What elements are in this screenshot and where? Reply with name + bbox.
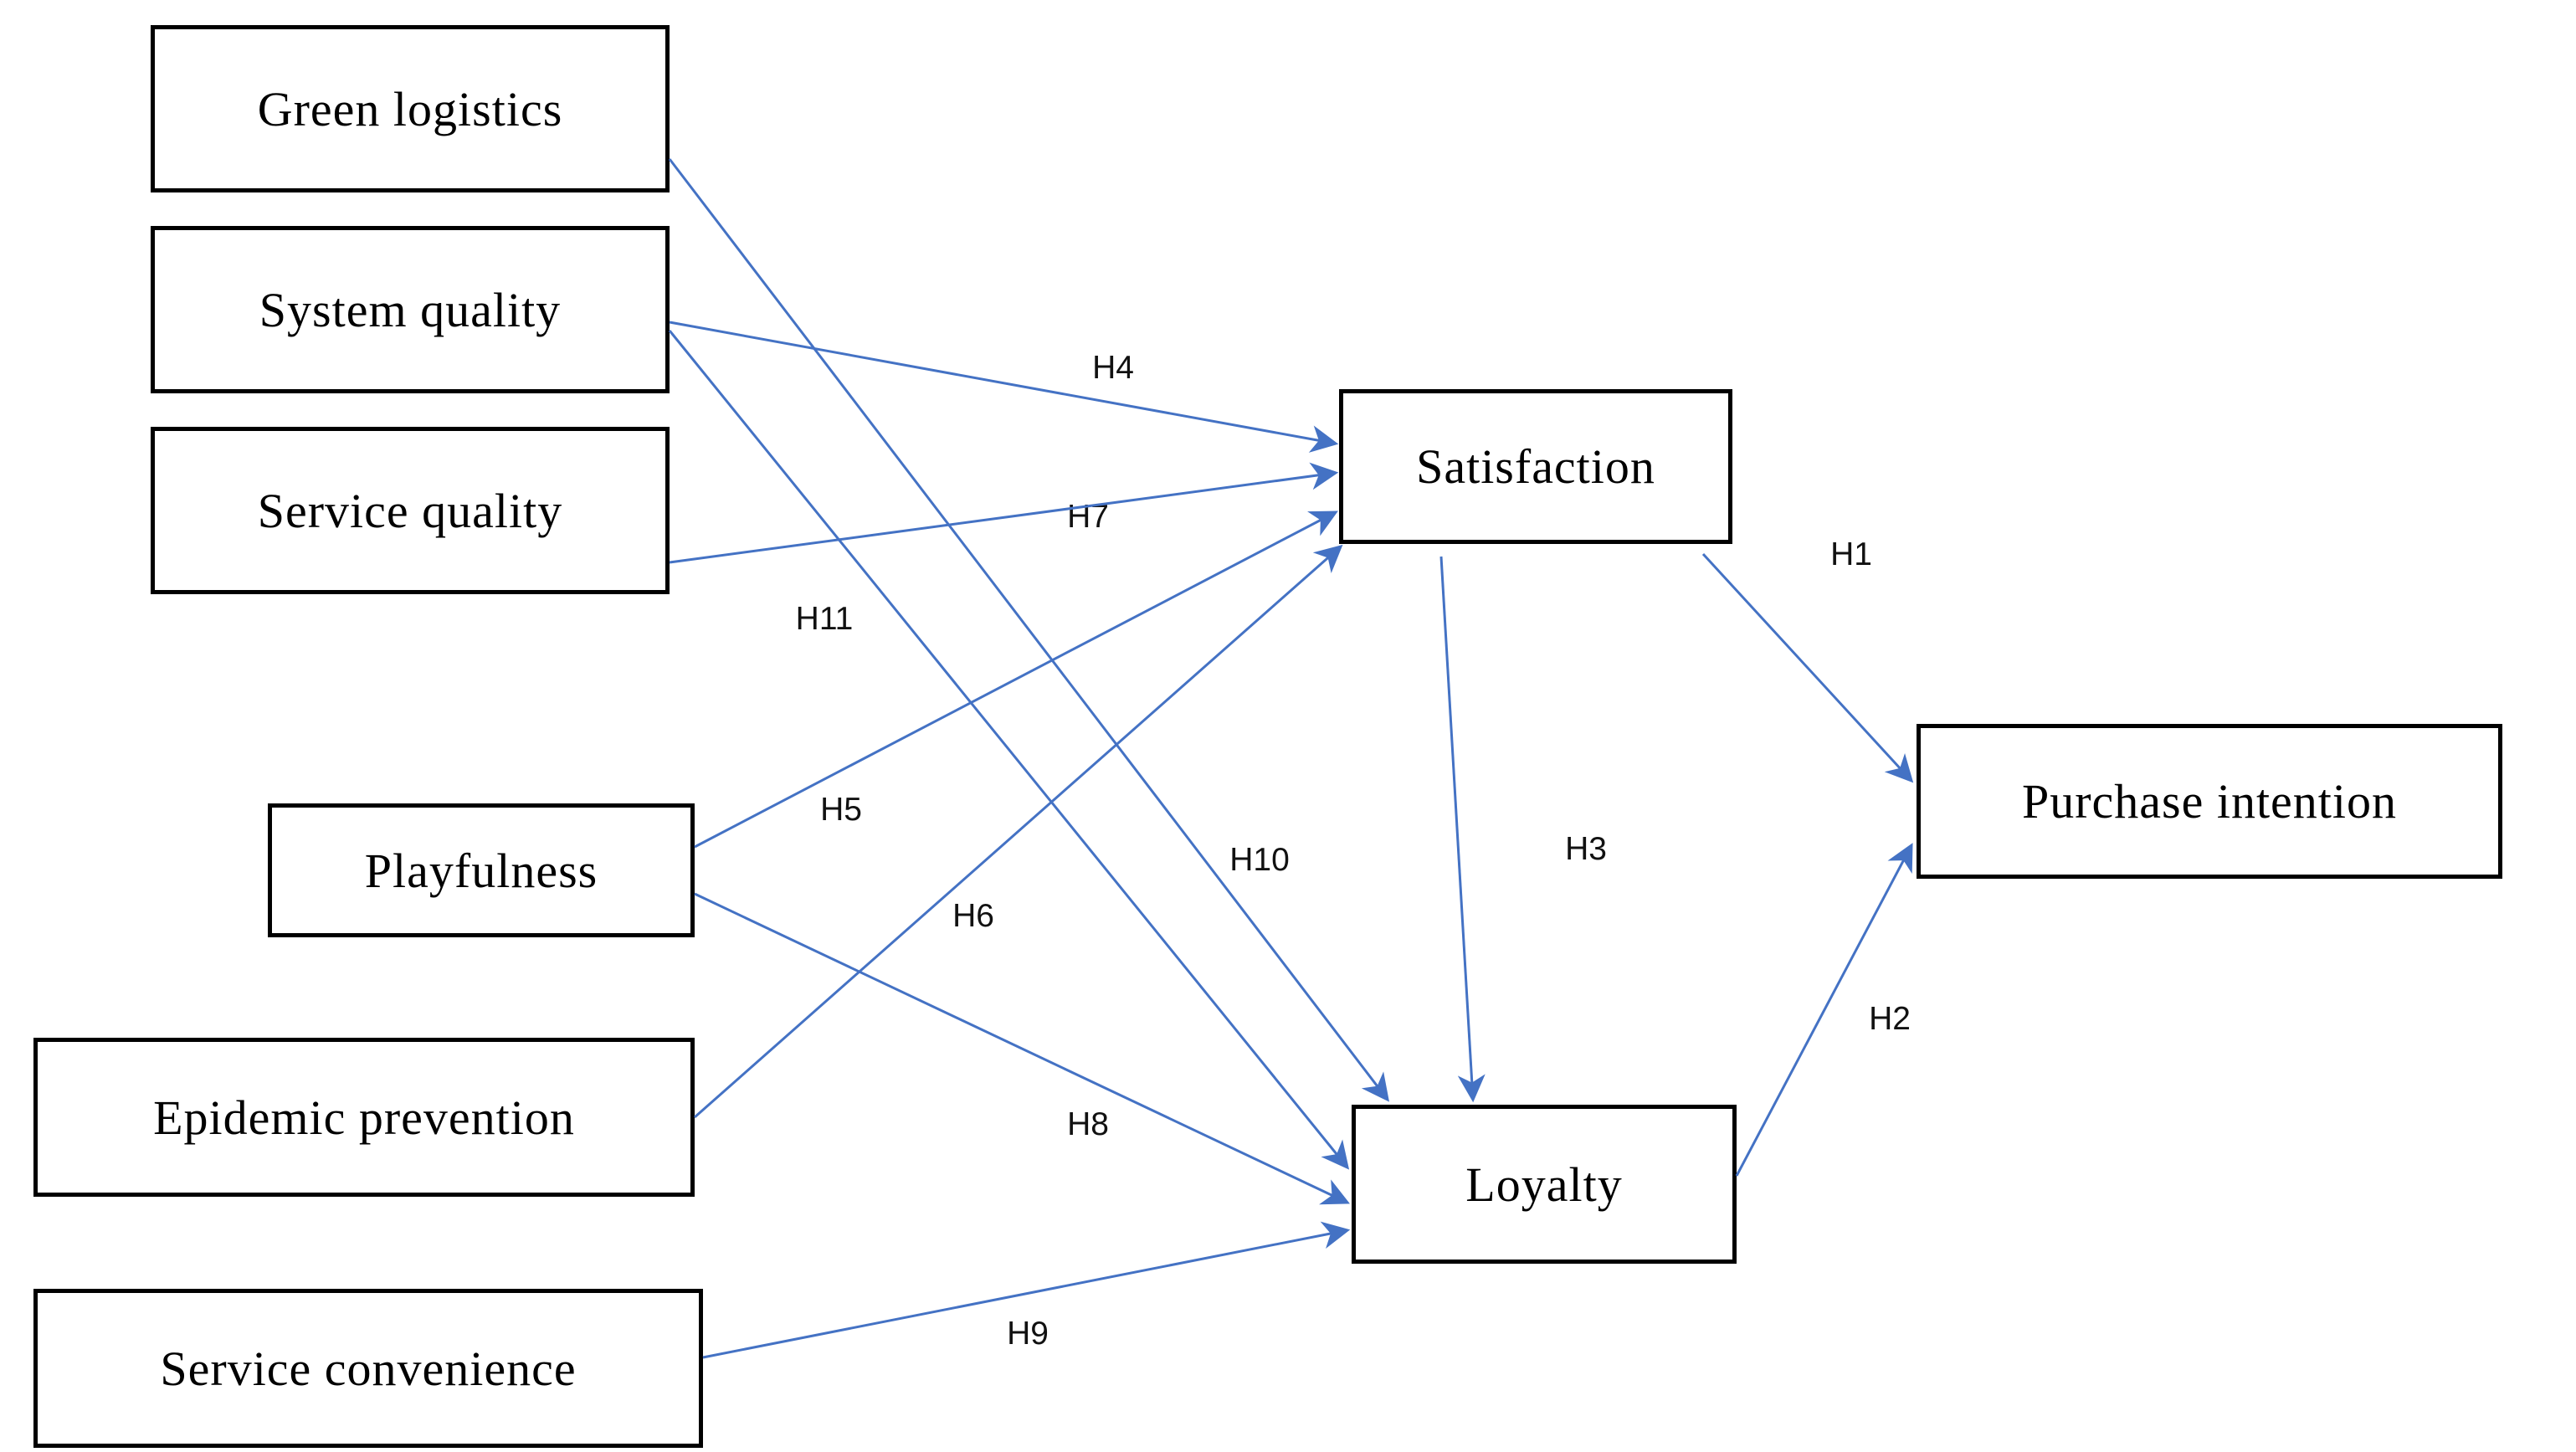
edge-label-h8: H8 xyxy=(1067,1106,1109,1142)
edge-h8-arrow xyxy=(694,892,1350,1205)
node-green-logistics: Green logistics xyxy=(151,25,670,192)
edge-label-h4: H4 xyxy=(1092,350,1134,386)
node-label-service-quality: Service quality xyxy=(257,483,563,538)
node-playfulness: Playfulness xyxy=(268,803,695,937)
node-label-green-logistics: Green logistics xyxy=(257,81,563,136)
edge-label-h7: H7 xyxy=(1067,499,1109,535)
node-label-satisfaction: Satisfaction xyxy=(1416,439,1655,494)
node-label-loyalty: Loyalty xyxy=(1465,1157,1623,1212)
edge-label-h1: H1 xyxy=(1830,536,1872,572)
node-system-quality: System quality xyxy=(151,226,670,393)
edge-label-h6: H6 xyxy=(952,898,994,934)
edge-h1-arrow xyxy=(1701,552,1914,783)
edge-label-h3: H3 xyxy=(1565,831,1607,867)
edge-label-h10: H10 xyxy=(1229,842,1290,878)
edge-h10-arrow xyxy=(668,158,1390,1102)
node-service-quality: Service quality xyxy=(151,427,670,594)
node-label-service-convenience: Service convenience xyxy=(160,1341,577,1396)
edge-h3-arrow xyxy=(1439,556,1486,1103)
node-loyalty: Loyalty xyxy=(1352,1105,1737,1264)
edge-h7-arrow xyxy=(669,462,1339,564)
edge-label-h2: H2 xyxy=(1869,1001,1911,1037)
edge-label-h11: H11 xyxy=(795,601,854,637)
node-label-system-quality: System quality xyxy=(259,282,562,337)
edge-h5-arrow xyxy=(694,511,1338,849)
edge-label-h5: H5 xyxy=(820,792,862,828)
node-epidemic-prevention: Epidemic prevention xyxy=(33,1038,695,1197)
edge-h11-arrow xyxy=(668,330,1350,1170)
edge-label-h9: H9 xyxy=(1007,1316,1049,1352)
node-service-convenience: Service convenience xyxy=(33,1289,703,1448)
edge-h6-arrow xyxy=(694,544,1343,1119)
edge-h4-arrow xyxy=(669,321,1339,453)
node-label-epidemic-prevention: Epidemic prevention xyxy=(153,1090,575,1145)
node-label-playfulness: Playfulness xyxy=(364,843,598,898)
node-purchase-intention: Purchase intention xyxy=(1917,724,2502,879)
node-satisfaction: Satisfaction xyxy=(1339,389,1732,544)
node-label-purchase-intention: Purchase intention xyxy=(2021,774,2398,829)
